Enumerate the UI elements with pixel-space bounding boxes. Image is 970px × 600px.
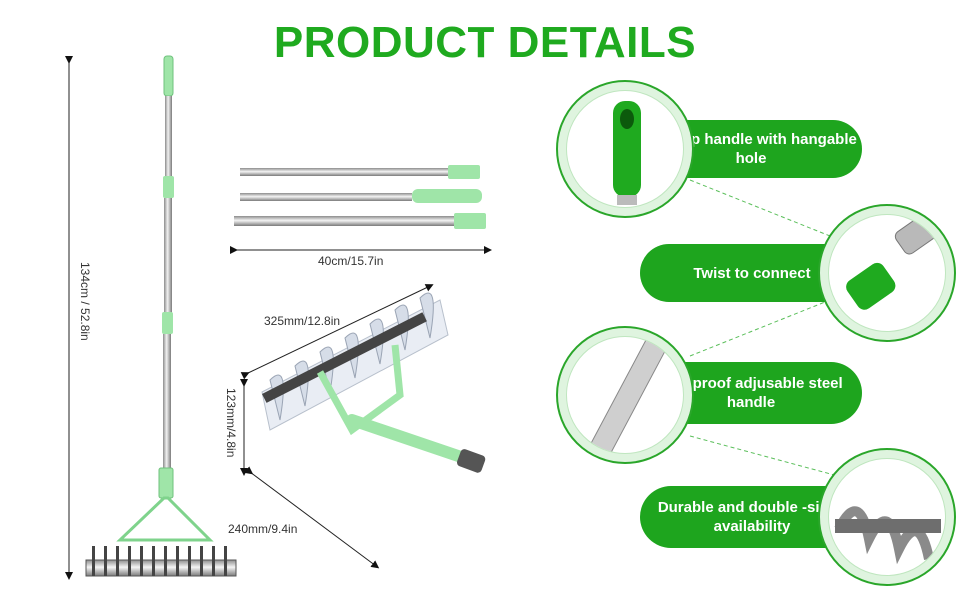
head-width-label: 325mm/12.8in xyxy=(264,314,341,328)
pole-segments-image xyxy=(230,165,492,254)
head-height-label: 123mm/4.8in xyxy=(224,388,238,458)
steel-tube-icon xyxy=(587,337,670,453)
feature-circle-steel xyxy=(556,326,694,464)
feature-circle-connector xyxy=(818,204,956,342)
full-rake-image xyxy=(85,55,237,577)
height-label: 134cm / 52.8in xyxy=(78,262,92,341)
pole-length-label: 40cm/15.7in xyxy=(318,254,384,268)
rake-head-image xyxy=(240,284,486,569)
handle-grip-icon xyxy=(613,101,641,205)
feature-circle-blades xyxy=(818,448,956,586)
blades-icon xyxy=(834,506,941,565)
twist-connector-icon xyxy=(846,215,945,310)
feature-circle-handle xyxy=(556,80,694,218)
head-depth-label: 240mm/9.4in xyxy=(228,522,298,536)
feature-connectors xyxy=(689,179,839,477)
page-title: PRODUCT DETAILS xyxy=(273,18,697,67)
